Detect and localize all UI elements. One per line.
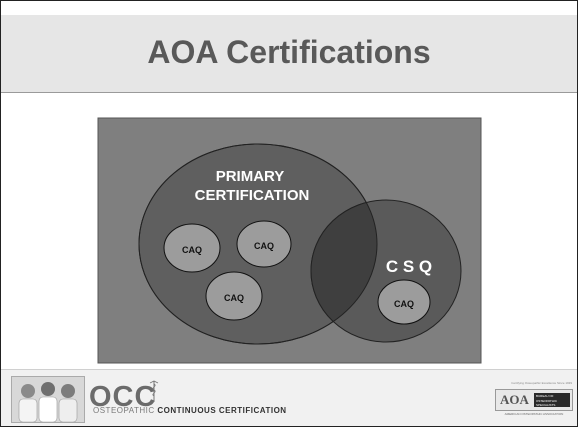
slide-title: AOA Certifications xyxy=(147,34,431,70)
occ-text-light: OSTEOPATHIC xyxy=(93,406,155,415)
primary-label-line1: PRIMARY xyxy=(216,168,285,185)
caq-label: CAQ xyxy=(254,241,274,251)
aoa-mark: AOA xyxy=(500,392,529,407)
aoa-bureau-label: BUREAU OF OSTEOPATHIC SPECIALISTS xyxy=(534,393,570,407)
footer-bar xyxy=(1,369,577,426)
caq-label: CAQ xyxy=(224,293,244,303)
caq-circle xyxy=(377,279,431,325)
doctors-illustration xyxy=(12,377,84,422)
overlap-region xyxy=(310,199,377,343)
doctors-photo xyxy=(11,376,85,423)
csq-label: C S Q xyxy=(386,257,432,276)
caq-circle xyxy=(163,223,221,273)
caq-label: CAQ xyxy=(182,245,202,255)
occ-logo: OCC xyxy=(89,381,157,413)
primary-circle-outline xyxy=(138,143,378,345)
caq-circle xyxy=(205,271,263,321)
caduceus-icon xyxy=(149,380,159,402)
primary-label-line2: CERTIFICATION xyxy=(195,187,310,204)
aoa-logo: AOA BUREAU OF OSTEOPATHIC SPECIALISTS xyxy=(495,389,573,411)
occ-tagline: OSTEOPATHIC CONTINUOUS CERTIFICATION xyxy=(93,406,287,415)
caq-circle xyxy=(236,220,292,268)
title-rule xyxy=(1,92,577,93)
aoa-tagline: Certifying Osteopathic Excellence Since … xyxy=(511,381,572,385)
aoa-association-label: AMERICAN OSTEOPATHIC ASSOCIATION xyxy=(504,412,564,416)
occ-text-strong: CONTINUOUS CERTIFICATION xyxy=(157,406,287,415)
title-band xyxy=(1,15,577,92)
caq-label: CAQ xyxy=(394,299,414,309)
